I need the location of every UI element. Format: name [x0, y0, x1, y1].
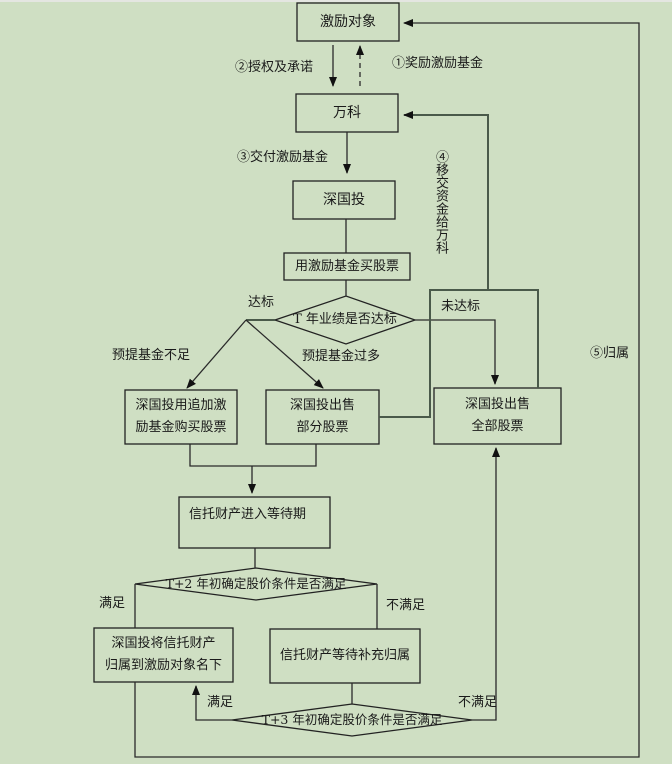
node-vest-line1: 深国投将信托财产	[111, 636, 216, 651]
label-t3-yes: 满足	[207, 695, 234, 710]
edge-step5-vest	[134, 19, 640, 758]
node-buy-stock-box	[283, 252, 411, 281]
node-sgi: 深国投	[323, 192, 365, 208]
edge-step4-transfer	[403, 111, 489, 290]
node-sell-all-line1: 深国投出售	[464, 397, 530, 412]
node-incentive-recipients: 激励对象	[320, 14, 376, 30]
node-vest-box	[93, 627, 234, 683]
node-waiting-period-box	[178, 496, 331, 549]
label-step2: ②授权及承诺	[235, 60, 314, 75]
node-await-vest: 信托财产等待补充归属	[279, 648, 410, 663]
label-insufficient: 预提基金不足	[112, 348, 191, 363]
node-buy-more-box	[124, 389, 238, 445]
node-waiting-period: 信托财产进入等待期	[189, 507, 307, 522]
decision-t-label: T 年业绩是否达标	[293, 312, 397, 327]
node-vanke: 万科	[333, 105, 361, 121]
edge-sell-part-return	[379, 289, 539, 418]
node-buy-more-line2: 励基金购买股票	[135, 420, 227, 435]
node-sell-part-line2: 部分股票	[296, 420, 349, 435]
node-incentive-recipients-box	[296, 2, 400, 42]
edge-excess	[245, 319, 324, 389]
label-t2-no: 不满足	[386, 598, 426, 613]
node-vest: 深国投将信托财产 归属到激励对象名下	[94, 628, 233, 682]
node-buy-stock: 用激励基金买股票	[294, 258, 399, 274]
node-vest-line2: 归属到激励对象名下	[104, 658, 222, 673]
node-sell-all-line2: 全部股票	[471, 419, 524, 434]
edge-t3-yes	[192, 685, 232, 721]
node-sell-all: 深国投出售 全部股票	[434, 388, 561, 444]
top-strip	[0, 0, 672, 2]
edge-insufficient	[186, 319, 247, 389]
label-met: 达标	[248, 295, 275, 310]
label-step5: ⑤归属	[590, 346, 630, 361]
node-sell-part: 深国投出售 部分股票	[266, 390, 379, 444]
label-step1: ①奖励激励基金	[392, 56, 484, 71]
node-await-vest-box	[269, 628, 421, 684]
label-step4: ④移交资金给万科	[433, 150, 448, 254]
edge-join	[189, 444, 317, 467]
label-t2-yes: 满足	[99, 596, 126, 611]
label-step3: ③交付激励基金	[237, 150, 329, 165]
node-sell-part-line1: 深国投出售	[289, 398, 355, 413]
node-buy-more-line1: 深国投用追加激	[135, 398, 227, 413]
decision-t2-label: T+2 年初确定股价条件是否满足	[165, 576, 347, 591]
label-excess: 预提基金过多	[302, 349, 381, 364]
node-buy-more: 深国投用追加激 励基金购买股票	[125, 390, 237, 444]
label-not-met: 未达标	[441, 299, 481, 314]
edge-t3-no	[472, 447, 500, 721]
decision-t3-label: T+3 年初确定股价条件是否满足	[261, 712, 443, 727]
label-t3-no: 不满足	[458, 695, 498, 710]
node-sell-all-box	[433, 387, 562, 445]
edge-not-met	[415, 319, 499, 385]
node-sgi-box	[292, 180, 396, 220]
